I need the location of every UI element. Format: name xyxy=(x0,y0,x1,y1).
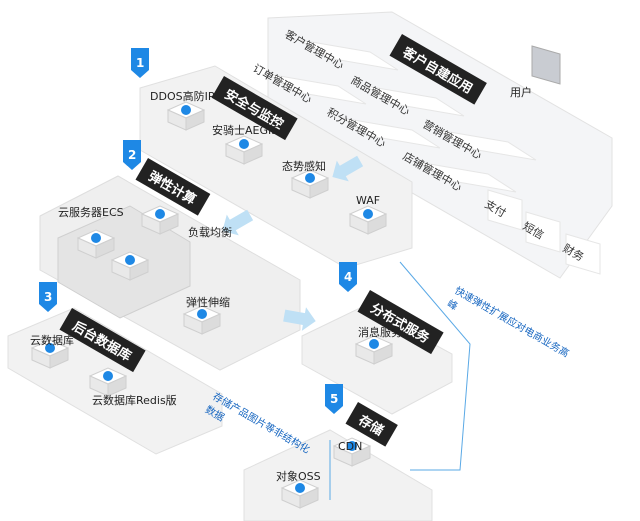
node-ecs-label: 云服务器ECS xyxy=(58,206,124,219)
step-flag-5 xyxy=(325,384,343,414)
service-tile-0 xyxy=(487,189,523,231)
center-tile-1 xyxy=(267,73,367,105)
node-autoscale-label: 弹性伸缩 xyxy=(186,296,230,309)
node-oss-label: 对象OSS xyxy=(276,470,321,483)
node-cdn-label: CDN xyxy=(338,440,363,453)
node-icon-0 xyxy=(181,105,191,115)
node-cube-right-3 xyxy=(367,213,387,235)
node-waf-label: WAF xyxy=(356,194,381,207)
user-label: 用户 xyxy=(510,86,532,99)
node-icon-4 xyxy=(155,209,165,219)
node-cube-right-0 xyxy=(185,109,205,131)
node-cube-right-4 xyxy=(159,213,179,235)
node-cube-right-9 xyxy=(107,375,127,397)
node-icon-3 xyxy=(363,209,373,219)
arrow-to-distributed xyxy=(283,307,316,331)
node-cube-right-6 xyxy=(129,259,149,281)
node-slb-label: 负载均衡 xyxy=(188,226,232,239)
node-icon-11 xyxy=(347,441,357,451)
arrow-to-compute-shape xyxy=(222,209,254,236)
node-icon-7 xyxy=(197,309,207,319)
node-icon-9 xyxy=(103,371,113,381)
center-tile-5 xyxy=(417,161,517,193)
node-cube-right-11 xyxy=(351,445,371,467)
service-tile-2 xyxy=(565,233,601,275)
node-icon-2 xyxy=(305,173,315,183)
node-situation-label: 态势感知 xyxy=(282,160,326,173)
node-icon-12 xyxy=(295,483,305,493)
arrow-to-security xyxy=(332,155,364,182)
center-tile-4 xyxy=(437,129,537,161)
step-number-3: 3 xyxy=(44,290,53,304)
user-box xyxy=(531,45,561,85)
node-cube-right-10 xyxy=(373,343,393,365)
node-mq-label: 消息服务 xyxy=(358,326,402,339)
node-icon-8 xyxy=(45,343,55,353)
node-icon-5 xyxy=(91,233,101,243)
node-rds-label: 云数据库 xyxy=(30,334,74,347)
step-flag-3 xyxy=(39,282,57,312)
connector-line xyxy=(399,261,471,471)
node-aegis-label: 安骑士AEGIS xyxy=(212,124,279,137)
step-number-5: 5 xyxy=(330,392,339,406)
node-cube-right-12 xyxy=(299,487,319,509)
node-icon-1 xyxy=(239,139,249,149)
node-redis-label: 云数据库Redis版 xyxy=(92,394,177,407)
step-flag-4 xyxy=(339,262,357,292)
node-cube-right-1 xyxy=(243,143,263,165)
service-tile-1 xyxy=(525,211,561,253)
arrow-to-distributed-shape xyxy=(283,307,316,331)
step-number-1: 1 xyxy=(136,56,145,70)
node-cube-right-7 xyxy=(201,313,221,335)
node-cube-right-8 xyxy=(49,347,69,369)
center-tile-0 xyxy=(299,39,399,71)
node-ddos-label: DDOS高防IP xyxy=(150,90,215,103)
step-number-2: 2 xyxy=(128,148,137,162)
node-cube-right-2 xyxy=(309,177,329,199)
node-icon-10 xyxy=(369,339,379,349)
step-flag-1 xyxy=(131,48,149,78)
arrow-to-compute xyxy=(222,209,254,236)
step-number-4: 4 xyxy=(344,270,353,284)
arrow-to-security-shape xyxy=(332,155,364,182)
node-icon-6 xyxy=(125,255,135,265)
center-tile-3 xyxy=(341,117,441,149)
node-cube-right-5 xyxy=(95,237,115,259)
step-flag-2 xyxy=(123,140,141,170)
center-tile-2 xyxy=(365,85,465,117)
